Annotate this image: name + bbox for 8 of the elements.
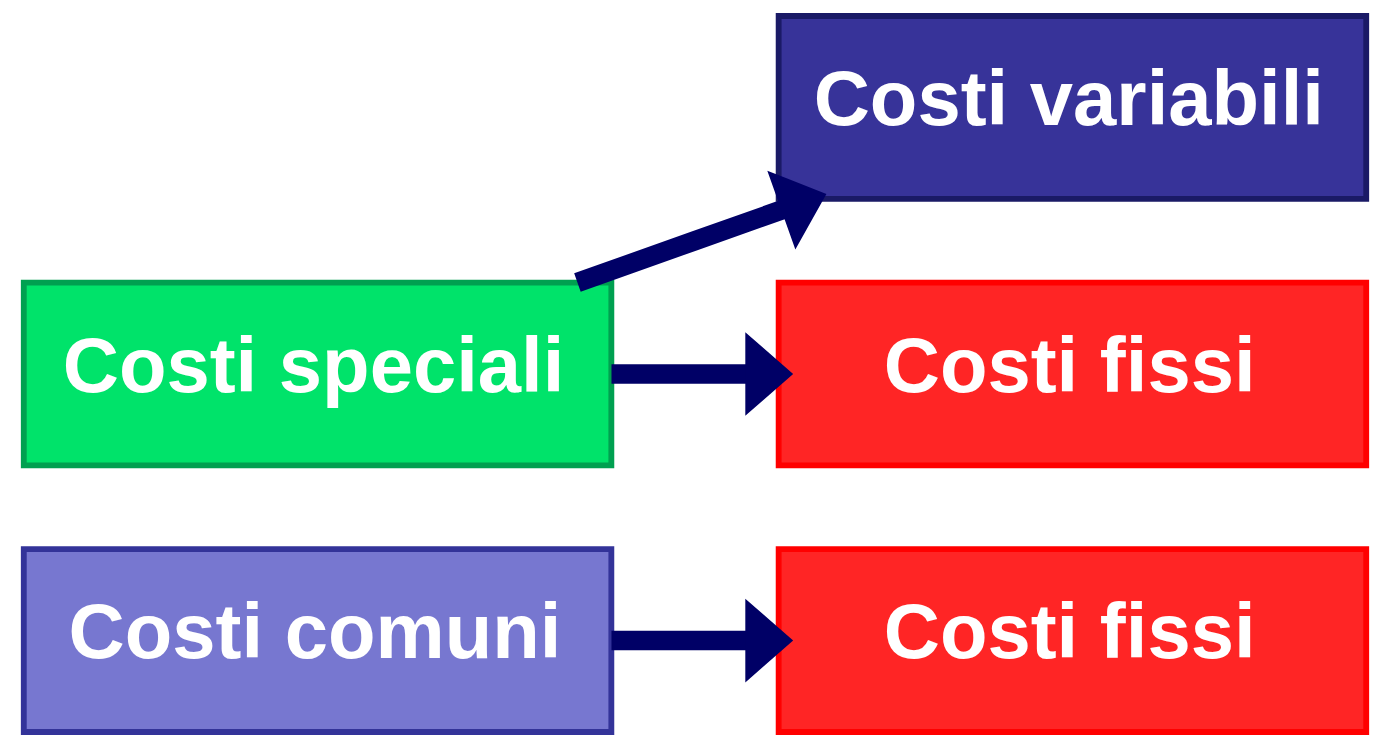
arrow — [611, 332, 794, 416]
node-box: Costi fissi — [775, 279, 1370, 469]
arrow — [574, 170, 827, 292]
node-box: Costi comuni — [20, 546, 615, 735]
node-box: Costi fissi — [775, 546, 1370, 735]
arrow — [611, 598, 794, 683]
node-box: Costi speciali — [20, 279, 615, 469]
node-box: Costi variabili — [775, 13, 1370, 202]
